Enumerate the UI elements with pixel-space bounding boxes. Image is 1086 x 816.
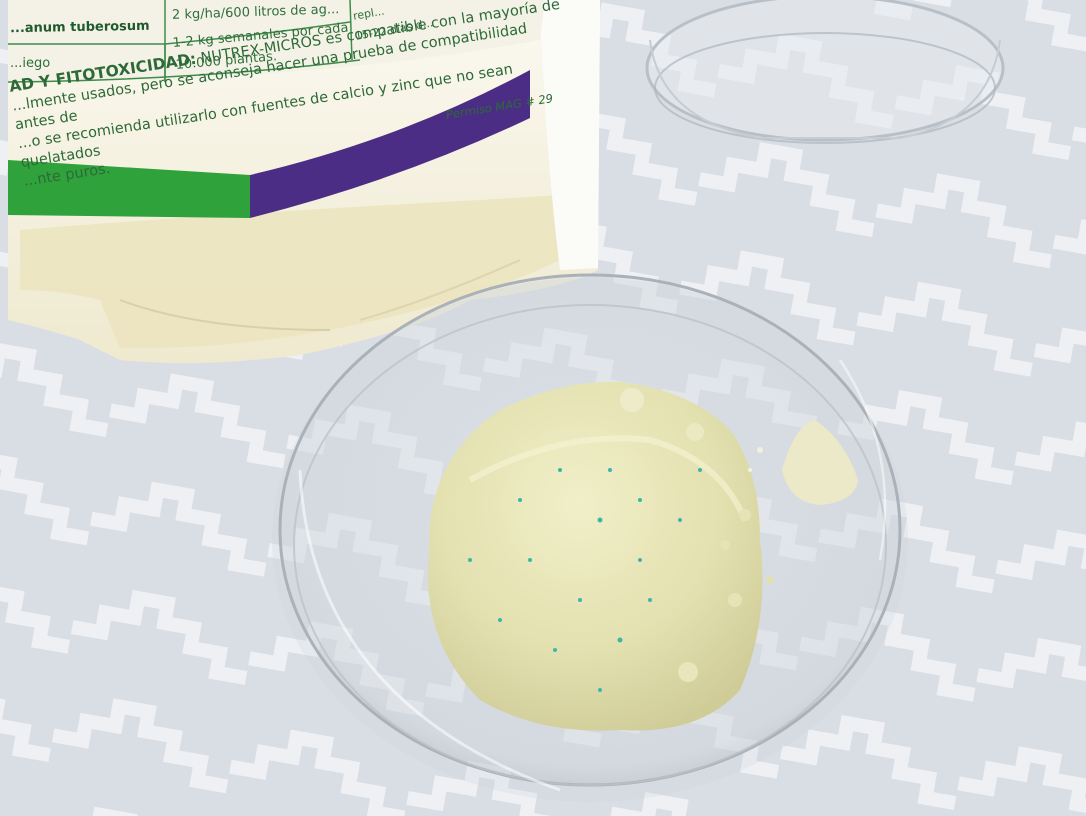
empty-petri-dish <box>645 0 1005 144</box>
fertilizer-bag <box>7 0 600 364</box>
label-crop-1: ...anum tuberosum <box>9 18 150 37</box>
label-crop-2: ...iego <box>10 56 51 71</box>
petri-dish-with-powder <box>272 273 908 802</box>
